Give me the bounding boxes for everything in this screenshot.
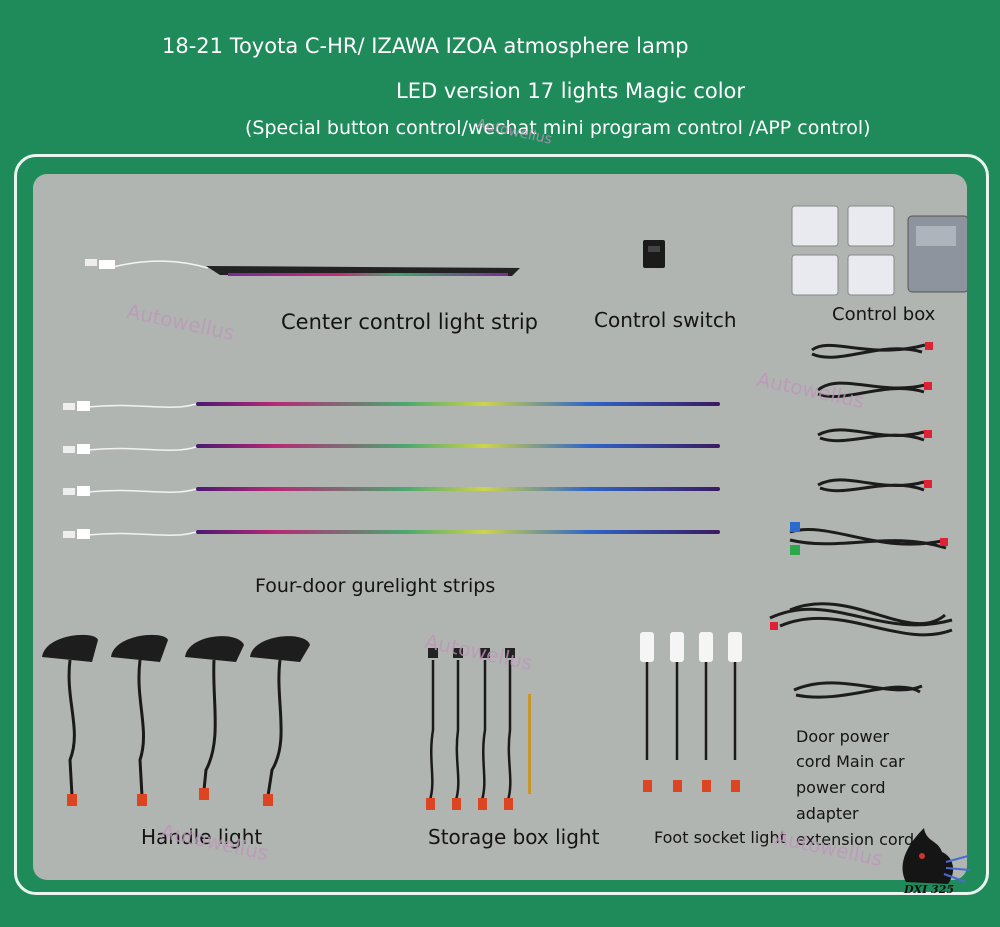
control-note: (Special button control/wechat mini prog… — [245, 117, 871, 139]
control-switch-label: Control switch — [594, 308, 737, 332]
handle-lights-product — [42, 634, 310, 806]
cord-label-line-5: extension cord — [796, 830, 915, 849]
product-illustration — [42, 205, 967, 810]
foot-socket-lights-product — [640, 632, 742, 792]
seller-logo-text: DXI 325 — [904, 883, 955, 896]
cord-label-line-1: Door power — [796, 727, 890, 746]
control-box-label: Control box — [832, 304, 936, 325]
center-strip-label: Center control light strip — [281, 310, 539, 334]
connector-plugs — [770, 342, 948, 630]
seller-logo-icon — [902, 828, 971, 884]
handle-light-label: Handle light — [141, 825, 263, 849]
product-photo — [33, 174, 967, 880]
four-door-label: Four-door gurelight strips — [255, 575, 496, 597]
product-title: 18-21 Toyota C-HR/ IZAWA IZOA atmosphere… — [162, 34, 689, 58]
control-box-product — [791, 205, 967, 296]
four-door-strips-product — [63, 401, 720, 539]
cord-label-line-4: adapter — [796, 804, 859, 823]
storage-box-lights-product — [426, 648, 531, 810]
photo-frame — [14, 154, 989, 895]
product-subtitle: LED version 17 lights Magic color — [396, 79, 746, 103]
cord-label-line-2: cord Main car — [796, 752, 905, 771]
cord-label-line-3: power cord — [796, 778, 886, 797]
wiring-harness-set — [769, 343, 953, 699]
center-strip-product — [85, 259, 520, 276]
foot-socket-label: Foot socket light — [654, 828, 786, 847]
control-switch-product — [643, 240, 665, 268]
storage-box-label: Storage box light — [428, 825, 600, 849]
